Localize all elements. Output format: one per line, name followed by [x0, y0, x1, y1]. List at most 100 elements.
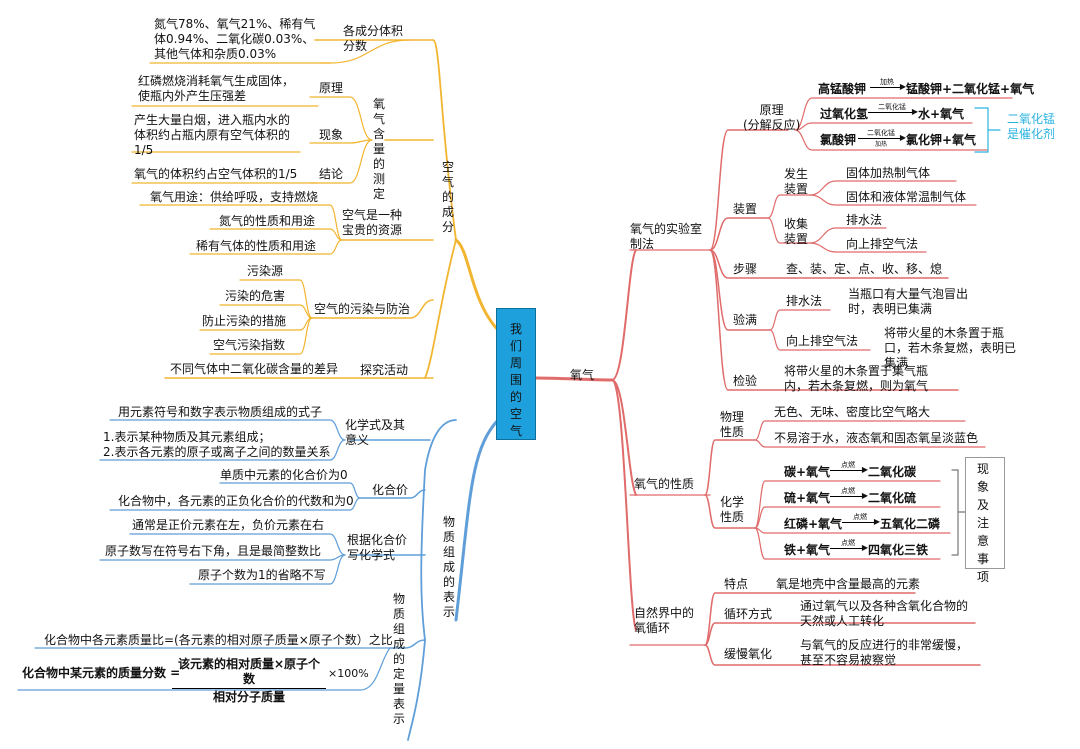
- mass-fraction-suffix: ×100%: [328, 667, 369, 680]
- formula-leaf: [109, 419, 346, 441]
- resource-item: 氧气用途：供给呼吸，支持燃烧: [150, 190, 319, 204]
- reaction-arrow: 点燃▶: [842, 513, 880, 528]
- pollution-label: 空气的污染与防治: [314, 302, 411, 316]
- resource-leaf: [139, 204, 343, 241]
- slow-label: 缓慢氧化: [724, 647, 773, 661]
- reaction-arrow: 点燃▶: [830, 461, 868, 476]
- oxygen-trunk: [534, 376, 614, 382]
- reaction-arrow: 点燃▶: [830, 539, 868, 554]
- way-text: 通过氧气以及各种含氧化合物的天然或人工转化: [800, 599, 969, 628]
- measure-label: 氧气含量的测定: [372, 97, 385, 201]
- mass-fraction-prefix: 化合物中某元素的质量分数 =: [22, 666, 181, 680]
- pollution-leaf: [209, 317, 313, 355]
- valence-item: 单质中元素的化合价为0: [220, 468, 348, 482]
- pollution-item: 防止污染的措施: [202, 314, 287, 328]
- slow-text: 与氧气的反应进行的非常缓慢，甚至不容易被察觉: [800, 638, 969, 667]
- writing-label: 根据化合价写化学式: [347, 533, 408, 562]
- valence-item: 化合物中，各元素的正负化合价的代数和为0: [118, 494, 354, 508]
- reaction-arrow: 点燃▶: [830, 487, 868, 502]
- device-branch: [709, 217, 769, 251]
- inquiry-label: 探究活动: [360, 363, 409, 377]
- note-text: 现象及注意事项: [976, 462, 989, 584]
- oxygen-spine: [611, 249, 637, 631]
- writing-leaf: [189, 554, 346, 585]
- phys-branch: [704, 439, 756, 496]
- collect-label: 收集装置: [784, 217, 809, 246]
- reactant: 硫+氧气: [784, 491, 831, 505]
- central-topic: 我们周围的空气: [496, 308, 536, 440]
- gen-label: 发生装置: [784, 167, 809, 196]
- reaction-branch: [794, 97, 1013, 131]
- full-air-label: 向上排空气法: [786, 334, 859, 348]
- gen-item: 固体和液体常温制气体: [846, 190, 967, 204]
- phys-item: 不易溶于水，液态氧和固态氧呈淡蓝色: [774, 431, 979, 445]
- props-label: 氧气的性质: [634, 477, 695, 491]
- collect-item: 向上排空气法: [846, 237, 919, 251]
- gen-leaf: [809, 194, 977, 206]
- phenomenon-label: 现象: [319, 128, 344, 142]
- quant-label: 物质组成的定量表示: [392, 592, 405, 726]
- steps-label: 步骤: [733, 262, 758, 276]
- writing-leaf: [129, 533, 346, 556]
- resource-item: 氮气的性质和用途: [219, 214, 316, 228]
- lab-label: 氧气的实验室制法: [630, 222, 703, 251]
- reaction-arrow: 加热▶: [870, 78, 906, 93]
- product: 五氧化二磷: [880, 517, 941, 531]
- fraction-numerator: 该元素的相对质量×原子个数: [177, 657, 321, 686]
- pollution-branch: [309, 299, 434, 319]
- full-water-branch: [769, 309, 831, 331]
- composition-label: 各成分体积分数: [343, 24, 404, 53]
- formula-meaning: 1.表示某种物质及其元素组成；: [103, 430, 271, 444]
- matter-trunk: [454, 418, 500, 622]
- chem-leaf: [754, 527, 941, 560]
- reactant: 氯酸钾: [820, 133, 857, 147]
- principle-branch: [709, 129, 789, 251]
- feature-label: 特点: [724, 577, 749, 591]
- reactant: 过氧化氢: [820, 107, 869, 121]
- principle-label: 原理: [319, 81, 344, 95]
- phenomenon-branch: [309, 139, 373, 144]
- mass-ratio-text: 化合物中各元素质量比=(各元素的相对原子质量×原子个数）之比: [44, 633, 393, 647]
- full-water-text: 当瓶口有大量气泡冒出时，表明已集满: [848, 287, 969, 316]
- test-text: 将带火星的木条置于集气瓶内，若木条复燃，则为氧气: [784, 364, 929, 393]
- valence-branch: [359, 489, 426, 499]
- mass-fraction: 该元素的相对质量×原子个数 相对分子质量: [172, 657, 326, 705]
- air-trunk: [454, 238, 500, 332]
- gen-item: 固体加热制气体: [846, 166, 931, 180]
- quant-tail: [407, 639, 426, 741]
- valence-leaf: [109, 497, 361, 511]
- conclusion-branch: [309, 139, 373, 184]
- product: 水+氧气: [918, 107, 965, 121]
- phys-label: 物理性质: [720, 410, 745, 439]
- way-branch: [704, 622, 976, 646]
- full-water-label: 排水法: [786, 294, 823, 308]
- reactant: 铁+氧气: [784, 543, 831, 557]
- product: 二氧化碳: [868, 465, 917, 479]
- resource-leaf: [209, 228, 343, 241]
- steps-text: 查、装、定、点、收、移、熄: [786, 262, 943, 276]
- phenomenon-text: 产生大量白烟，进入瓶内水的体积约占瓶内原有空气体积的1/5: [134, 113, 291, 157]
- writing-item: 通常是正价元素在左，负价元素在右: [132, 518, 325, 532]
- note-box: [965, 457, 1005, 569]
- air-spine: [424, 39, 457, 379]
- reaction-arrow: 二氧化锰▶加热: [858, 129, 906, 148]
- valence-label: 化合价: [372, 483, 409, 497]
- conclusion-text: 氧气的体积约占空气体积的1/5: [134, 167, 298, 181]
- pollution-item: 污染源: [247, 264, 284, 278]
- collect-leaf: [809, 227, 887, 244]
- reaction-branch: [794, 122, 973, 131]
- chem-leaf: [754, 506, 941, 529]
- air-composition-title: 空气的成分: [441, 160, 454, 234]
- gen-leaf: [809, 180, 957, 196]
- test-branch: [709, 249, 959, 391]
- phys-leaf: [754, 439, 986, 448]
- chem-label: 化学性质: [720, 495, 745, 524]
- reactant: 红磷+氧气: [784, 517, 843, 531]
- product: 锰酸钾+二氧化锰+氧气: [906, 82, 1035, 96]
- resource-item: 稀有气体的性质和用途: [196, 239, 317, 253]
- composition-leaf: [319, 39, 411, 64]
- writing-item: 原子个数为1的省略不写: [198, 568, 326, 582]
- note-bracket: [951, 469, 966, 556]
- product: 氯化钾+氧气: [906, 133, 977, 147]
